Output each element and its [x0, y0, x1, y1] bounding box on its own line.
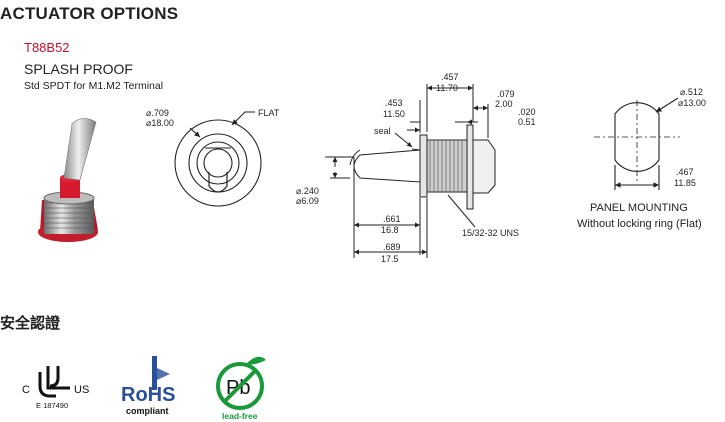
thread-label: 15/32-32 UNS	[462, 228, 519, 238]
ul-file-number: E 187490	[36, 401, 68, 410]
section-title: ACTUATOR OPTIONS	[0, 4, 179, 23]
panel-dia-in: ⌀.512	[680, 87, 703, 97]
dim-661-in: .661	[383, 214, 401, 224]
dim-240-in: ⌀.240	[296, 186, 319, 196]
panel-flat-mm: 11.85	[674, 178, 696, 188]
certification-title: 安全認證	[0, 315, 61, 332]
lead-free-text: lead-free	[222, 411, 258, 421]
dim-689-in: .689	[383, 242, 401, 252]
dim-079-mm: 2.00	[495, 99, 513, 109]
panel-flat-in: .467	[676, 167, 694, 177]
dim-020-mm: 0.51	[518, 117, 536, 127]
panel-subtitle: Without locking ring (Flat)	[577, 218, 702, 230]
dim-079-in: .079	[497, 89, 515, 99]
dim-453-mm: 11.50	[383, 109, 405, 119]
dim-457-in: .457	[441, 72, 459, 82]
panel-dia-mm: ⌀13.00	[678, 98, 706, 108]
lead-free-logo: Pb lead-free	[216, 356, 266, 421]
rohs-logo: RoHS compliant	[121, 356, 175, 416]
ul-us: US	[74, 384, 89, 396]
flat-label: FLAT	[258, 108, 280, 118]
dim-661-mm: 16.8	[381, 225, 399, 235]
dim-020-in: .020	[518, 107, 536, 117]
seal-label: seal	[374, 126, 391, 136]
ul-c: C	[22, 384, 30, 396]
ul-logo: C US E 187490	[22, 366, 89, 410]
switch-photo	[38, 118, 98, 242]
dim-457-mm: 11.70	[436, 83, 458, 93]
part-number: T88B52	[24, 40, 70, 55]
rohs-text: RoHS	[121, 384, 175, 406]
actuator-type: SPLASH PROOF	[24, 61, 133, 77]
dim-689-mm: 17.5	[381, 254, 399, 264]
panel-cutout-drawing	[594, 97, 680, 190]
front-view-drawing	[174, 111, 262, 207]
front-dia-in: ⌀.709	[146, 108, 169, 118]
front-dia-mm: ⌀18.00	[146, 118, 174, 128]
rohs-compliant: compliant	[126, 406, 169, 416]
dim-240-mm: ⌀6.09	[296, 196, 319, 206]
dim-453-in: .453	[385, 98, 403, 108]
side-view-drawing	[325, 84, 496, 258]
terminal-description: Std SPDT for M1.M2 Terminal	[24, 80, 164, 92]
panel-title: PANEL MOUNTING	[590, 202, 688, 214]
